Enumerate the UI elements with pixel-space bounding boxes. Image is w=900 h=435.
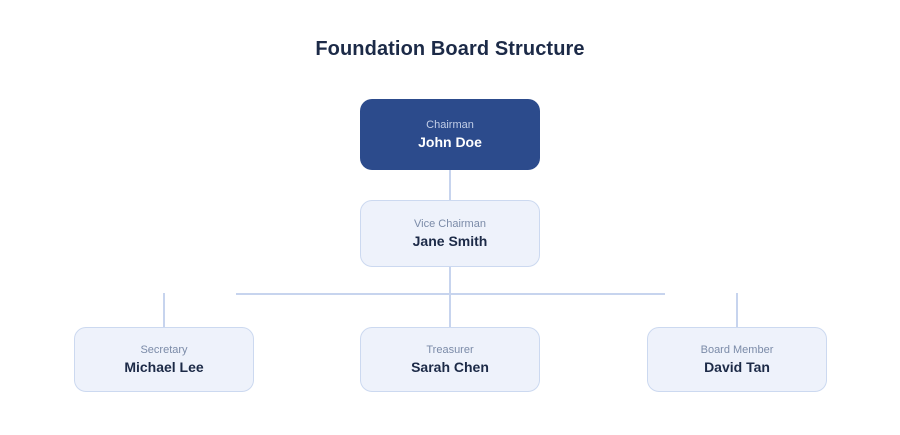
org-node-role: Vice Chairman <box>414 217 486 230</box>
org-node-secretary[interactable]: Secretary Michael Lee <box>74 327 254 392</box>
page-title: Foundation Board Structure <box>315 38 585 60</box>
org-node-chairman[interactable]: Chairman John Doe <box>360 99 540 170</box>
connector-drop-board-member <box>736 293 738 327</box>
org-node-name: David Tan <box>704 358 770 375</box>
connector-vice-chairman-down <box>449 267 451 294</box>
org-node-name: Michael Lee <box>124 358 204 375</box>
org-node-name: John Doe <box>418 133 482 150</box>
connector-chairman-to-vice-chairman <box>449 170 451 200</box>
org-node-board-member[interactable]: Board Member David Tan <box>647 327 827 392</box>
org-node-treasurer[interactable]: Treasurer Sarah Chen <box>360 327 540 392</box>
org-node-name: Sarah Chen <box>411 358 489 375</box>
org-node-role: Treasurer <box>426 343 474 356</box>
org-node-role: Secretary <box>140 343 188 356</box>
connector-drop-treasurer <box>449 293 451 327</box>
org-node-role: Board Member <box>700 343 774 356</box>
connector-drop-secretary <box>163 293 165 327</box>
org-node-name: Jane Smith <box>412 232 488 249</box>
org-node-vice-chairman[interactable]: Vice Chairman Jane Smith <box>360 200 540 267</box>
org-node-role: Chairman <box>426 118 474 131</box>
